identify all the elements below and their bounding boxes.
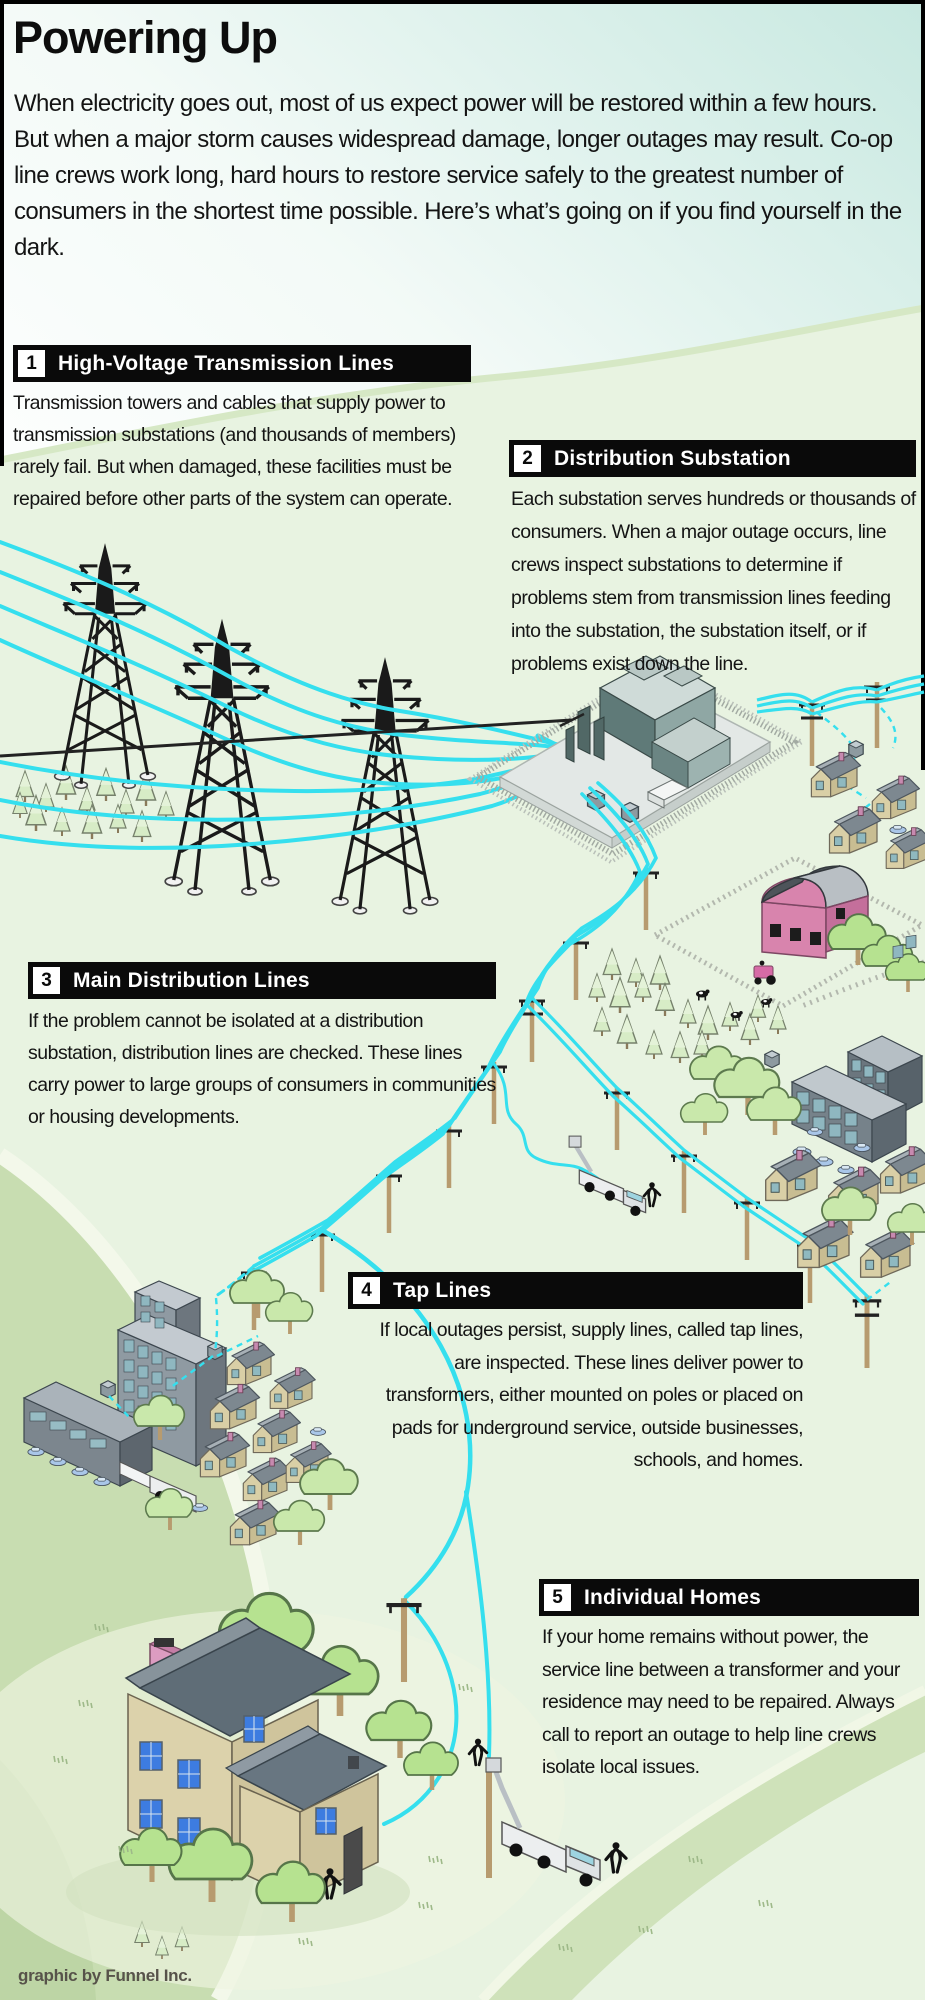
section-1-number-badge: 1	[18, 350, 45, 377]
section-4-number-badge: 4	[353, 1277, 380, 1304]
apartment-tower-icon	[116, 1280, 228, 1467]
section-2-body: Each substation serves hundreds or thous…	[511, 488, 916, 675]
family-home-icon	[66, 1593, 458, 1936]
section-2-title: Distribution Substation	[554, 446, 791, 470]
section-1-title: High-Voltage Transmission Lines	[58, 351, 395, 375]
section-4-body: If local outages persist, supply lines, …	[379, 1319, 804, 1471]
section-2-number-badge: 2	[514, 445, 541, 472]
substation-icon	[0, 655, 806, 865]
credit-text: graphic by Funnel Inc.	[18, 1966, 192, 1985]
section-4-header: 4 Tap Lines	[348, 1272, 803, 1309]
section-5-header: 5 Individual Homes	[539, 1579, 919, 1616]
section-5-number-badge: 5	[544, 1584, 571, 1611]
section-5-title: Individual Homes	[584, 1585, 762, 1609]
housing-development	[100, 1270, 358, 1545]
suburban-houses-east	[765, 1146, 925, 1301]
warehouse-icon	[22, 1381, 197, 1513]
bucket-truck-icon	[467, 1737, 628, 1887]
panel-border	[0, 0, 925, 770]
northeast-distribution	[756, 674, 925, 869]
section-3-body: If the problem cannot be isolated at a d…	[28, 1010, 496, 1128]
intro-text: When electricity goes out, most of us ex…	[14, 90, 902, 261]
barn-icon	[649, 855, 925, 1021]
section-3-number-badge: 3	[33, 967, 60, 994]
section-5-body: If your home remains without power, the …	[542, 1626, 900, 1778]
tractor-icon	[753, 960, 776, 985]
section-3-title: Main Distribution Lines	[73, 968, 310, 992]
section-1-header: 1 High-Voltage Transmission Lines	[13, 345, 471, 382]
section-1-body: Transmission towers and cables that supp…	[13, 392, 456, 510]
section-3-header: 3 Main Distribution Lines	[28, 962, 496, 999]
section-2-header: 2 Distribution Substation	[509, 440, 916, 477]
repair-truck-icon	[568, 1135, 647, 1216]
school-building-icon	[678, 934, 924, 1175]
page-title: Powering Up	[13, 12, 278, 63]
section-4-title: Tap Lines	[393, 1278, 492, 1302]
